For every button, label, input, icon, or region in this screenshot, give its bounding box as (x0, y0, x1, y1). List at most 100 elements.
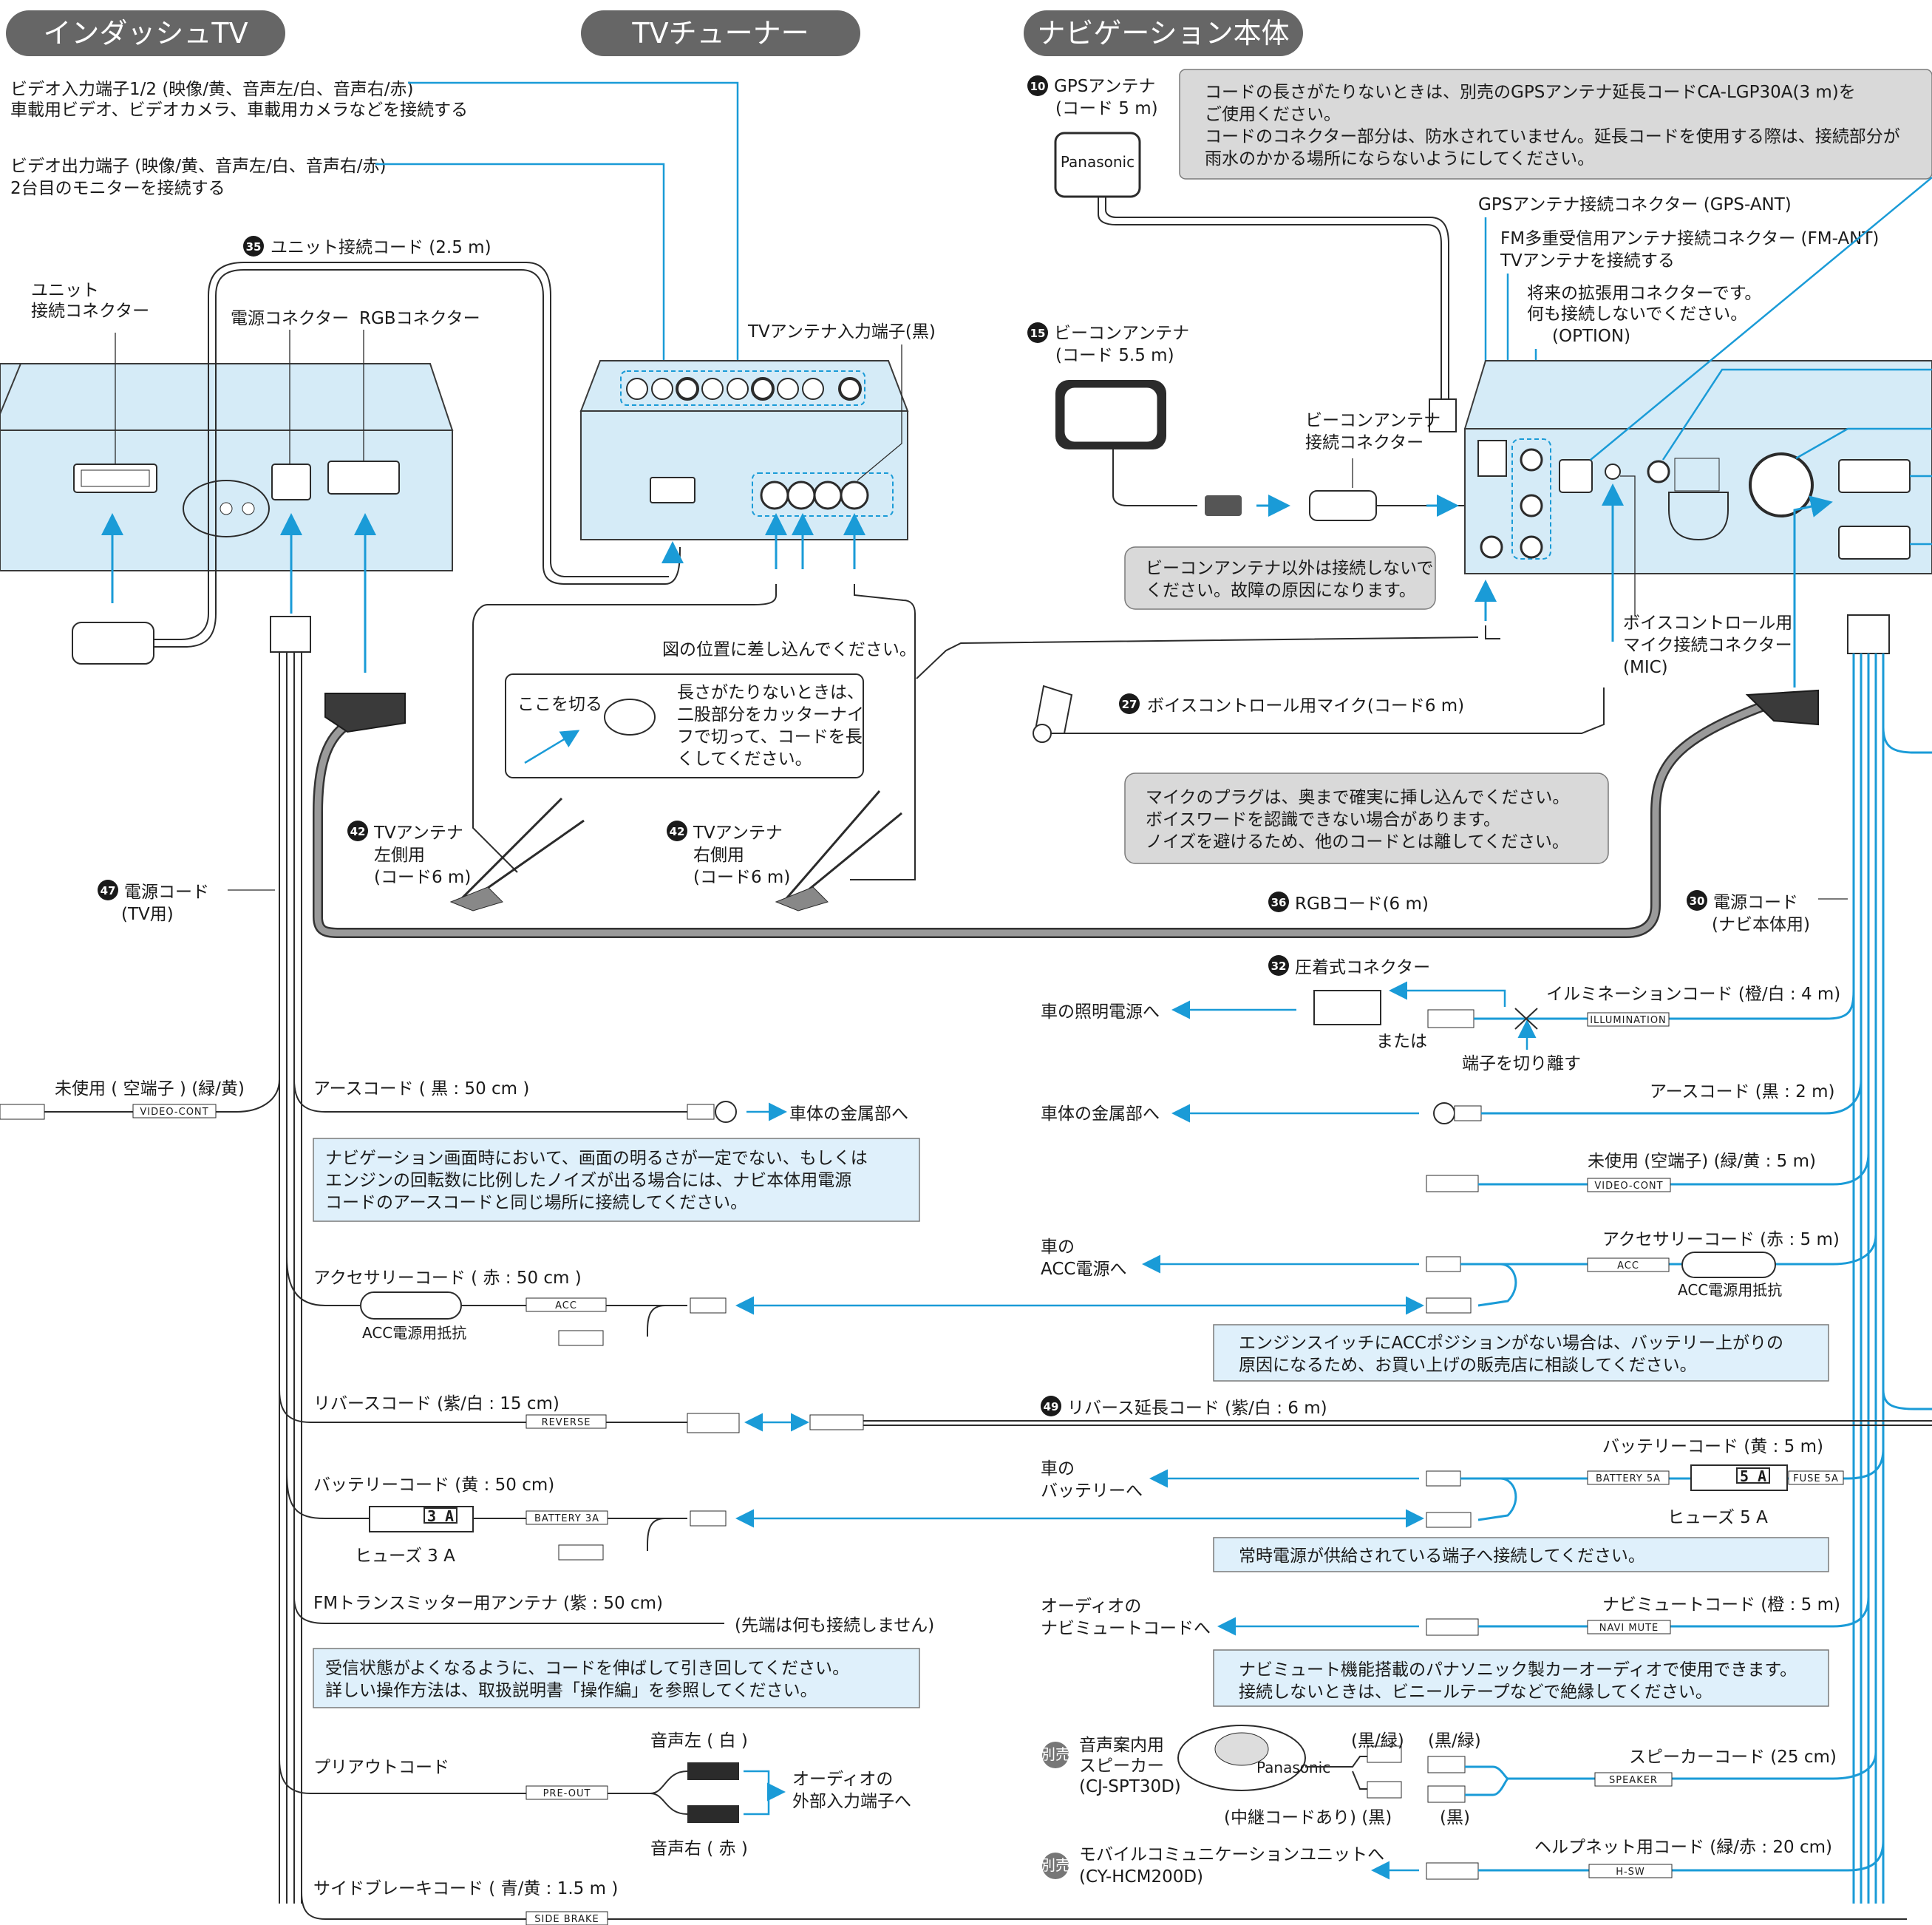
svg-text:(TV用): (TV用) (121, 905, 174, 924)
left-acc-cord: アクセサリーコード ( 赤 : 50 cm ) ACC ACC電源用抵抗 (286, 1256, 1424, 1346)
svg-text:電源コード: 電源コード (1713, 893, 1798, 912)
svg-text:10: 10 (1030, 80, 1046, 93)
svg-text:SIDE BRAKE: SIDE BRAKE (534, 1914, 599, 1925)
power-cord-tv-label: 47 電源コード (TV用) (98, 880, 209, 924)
mic-conn-label-1: ボイスコントロール用 (1623, 614, 1792, 633)
svg-text:ACC電源用抵抗: ACC電源用抵抗 (362, 1324, 466, 1342)
svg-text:詳しい操作方法は、取扱説明書「操作編」を参照してください。: 詳しい操作方法は、取扱説明書「操作編」を参照してください。 (325, 1681, 817, 1700)
svg-text:モバイルコミュニケーションユニットへ: モバイルコミュニケーションユニットへ (1079, 1845, 1384, 1864)
fm-connector-sub: TVアンテナを接続する (1500, 251, 1675, 271)
reverse-extension: 49 リバース延長コード (紫/白 : 6 m) (809, 1396, 1932, 1430)
svg-text:NAVI MUTE: NAVI MUTE (1599, 1623, 1659, 1634)
svg-text:別売: 別売 (1041, 1745, 1070, 1763)
beacon-conn-label-1: ビーコンアンテナ (1305, 411, 1441, 430)
right-navimute-note: ナビミュート機能搭載のパナソニック製カーオーディオで使用できます。 接続しないと… (1213, 1649, 1829, 1707)
svg-text:二股部分をカッターナイ: 二股部分をカッターナイ (677, 705, 864, 724)
svg-text:49: 49 (1044, 1400, 1059, 1413)
right-unused-cord: 未使用 (空端子) (緑/黄 : 5 m) VIDEO-CONT (1426, 1152, 1870, 1192)
right-acc-note: エンジンスイッチにACCポジションがない場合は、バッテリー上がりの 原因になるた… (1213, 1324, 1829, 1382)
power-connector-label: 電源コネクター (231, 309, 349, 328)
svg-text:GPSアンテナ: GPSアンテナ (1054, 77, 1155, 96)
svg-text:車体の金属部へ: 車体の金属部へ (789, 1104, 908, 1124)
mic-conn-label-2: マイク接続コネクター (1623, 636, 1792, 655)
svg-text:フで切って、コードを長: フで切って、コードを長 (677, 727, 863, 747)
svg-text:ここを切る: ここを切る (517, 695, 602, 714)
svg-text:音声左 ( 白 ): 音声左 ( 白 ) (650, 1731, 748, 1751)
svg-text:FMトランスミッター用アンテナ (紫 : 50 cm): FMトランスミッター用アンテナ (紫 : 50 cm) (313, 1594, 663, 1613)
left-unused-cord: 未使用 ( 空端子 ) (緑/黄) VIDEO-CONT (0, 1079, 280, 1120)
tv-tuner-unit (579, 360, 909, 540)
svg-text:コードのコネクター部分は、防水されていません。延長コードを使: コードのコネクター部分は、防水されていません。延長コードを使用する際は、接続部分… (1205, 127, 1900, 146)
svg-text:15: 15 (1030, 327, 1046, 340)
svg-text:42: 42 (350, 825, 366, 838)
svg-text:SPEAKER: SPEAKER (1609, 1775, 1658, 1786)
crimp-connector: 32 圧着式コネクター (1268, 955, 1430, 1025)
svg-text:ビーコンアンテナ: ビーコンアンテナ (1054, 324, 1189, 343)
svg-text:(コード 5.5 m): (コード 5.5 m) (1055, 346, 1174, 365)
mic-note: マイクのプラグは、奥まで確実に挿し込んでください。 ボイスワードを認識できない場… (1124, 773, 1609, 864)
tv-antenna-right: 42 TVアンテナ 右側用 (コード6 m) (667, 790, 902, 911)
svg-text:(コード6 m): (コード6 m) (693, 868, 790, 887)
svg-text:スピーカー: スピーカー (1079, 1756, 1164, 1776)
svg-text:外部入力端子へ: 外部入力端子へ (792, 1792, 911, 1811)
svg-text:スピーカーコード (25 cm): スピーカーコード (25 cm) (1629, 1748, 1837, 1767)
video-out-label: ビデオ出力端子 (映像/黄、音声左/白、音声右/赤) (10, 157, 387, 176)
svg-text:雨水のかかる場所にならないようにしてください。: 雨水のかかる場所にならないようにしてください。 (1205, 149, 1594, 169)
rgb-plug-left (324, 693, 406, 733)
svg-text:エンジンスイッチにACCポジションがない場合は、バッテリー上: エンジンスイッチにACCポジションがない場合は、バッテリー上がりの (1239, 1334, 1783, 1353)
left-side-brake-cord: サイドブレーキコード ( 青/黄 : 1.5 m ) SIDE BRAKE (301, 1879, 1907, 1925)
svg-text:(中継コードあり) (黒): (中継コードあり) (黒) (1224, 1808, 1392, 1827)
svg-text:Panasonic: Panasonic (1061, 153, 1135, 171)
unit-connector-label-2: 接続コネクター (31, 302, 149, 321)
svg-text:H-SW: H-SW (1616, 1867, 1645, 1878)
svg-text:BATTERY 5A: BATTERY 5A (1596, 1473, 1661, 1484)
svg-text:未使用 (空端子) (緑/黄 : 5 m): 未使用 (空端子) (緑/黄 : 5 m) (1588, 1152, 1816, 1171)
svg-text:ナビゲーション画面時において、画面の明るさが一定でない、もし: ナビゲーション画面時において、画面の明るさが一定でない、もしくは (325, 1149, 868, 1168)
svg-text:接続しないときは、ビニールテープなどで絶縁してください。: 接続しないときは、ビニールテープなどで絶縁してください。 (1239, 1683, 1712, 1702)
power-connector-plug (270, 616, 311, 653)
cut-terminal-label: 端子を切り離す (1462, 1054, 1581, 1073)
svg-text:ヒューズ 3 A: ヒューズ 3 A (355, 1547, 455, 1566)
svg-text:35: 35 (246, 240, 262, 254)
svg-text:受信状態がよくなるように、コードを伸ばして引き回してください: 受信状態がよくなるように、コードを伸ばして引き回してください。 (325, 1659, 849, 1678)
navi-power-plug (1847, 614, 1890, 654)
video-in-sub: 車載用ビデオ、ビデオカメラ、車載用カメラなどを接続する (10, 101, 468, 120)
svg-text:(黒/緑): (黒/緑) (1351, 1731, 1404, 1751)
section-title-indash-tv: インダッシュTV (43, 17, 248, 50)
svg-text:(先端は何も接続しません): (先端は何も接続しません) (735, 1616, 934, 1635)
svg-text:長さがたりないときは、: 長さがたりないときは、 (677, 683, 864, 702)
svg-text:サイドブレーキコード ( 青/黄 : 1.5 m ): サイドブレーキコード ( 青/黄 : 1.5 m ) (313, 1879, 618, 1898)
svg-text:エンジンの回転数に比例したノイズが出る場合には、ナビ本体用電: エンジンの回転数に比例したノイズが出る場合には、ナビ本体用電源 (325, 1171, 851, 1190)
svg-text:電源コード: 電源コード (124, 883, 209, 902)
svg-text:音声右 ( 赤 ): 音声右 ( 赤 ) (650, 1839, 748, 1858)
svg-text:42: 42 (670, 825, 685, 838)
svg-text:左側用: 左側用 (374, 846, 425, 865)
unit-connector-plug (72, 622, 154, 665)
svg-text:32: 32 (1271, 960, 1287, 973)
svg-text:ヘルプネット用コード (緑/赤 : 20 cm): ヘルプネット用コード (緑/赤 : 20 cm) (1534, 1838, 1832, 1857)
svg-text:47: 47 (101, 884, 116, 897)
svg-text:ACC電源用抵抗: ACC電源用抵抗 (1678, 1281, 1782, 1299)
svg-text:リバースコード (紫/白 : 15 cm): リバースコード (紫/白 : 15 cm) (313, 1394, 559, 1413)
speaker: 別売 音声案内用 スピーカー (CJ-SPT30D) Panasonic (黒/… (1041, 1725, 1877, 1827)
svg-text:VIDEO-CONT: VIDEO-CONT (1594, 1181, 1663, 1192)
svg-text:圧着式コネクター: 圧着式コネクター (1295, 958, 1430, 977)
svg-text:ナビミュートコードへ: ナビミュートコードへ (1041, 1619, 1211, 1638)
svg-text:ナビミュート機能搭載のパナソニック製カーオーディオで使用でき: ナビミュート機能搭載のパナソニック製カーオーディオで使用できます。 (1239, 1660, 1797, 1680)
navi-body-unit (1463, 360, 1932, 574)
svg-text:バッテリーへ: バッテリーへ (1041, 1481, 1143, 1501)
right-illum-cord: イルミネーションコード (橙/白 : 4 m) ILLUMINATION (1427, 985, 1855, 1030)
option-label-1: 将来の拡張用コネクターです。 (1527, 284, 1761, 303)
svg-text:バッテリーコード (黄 : 50 cm): バッテリーコード (黄 : 50 cm) (313, 1476, 554, 1495)
svg-text:アクセサリーコード ( 赤 : 50 cm ): アクセサリーコード ( 赤 : 50 cm ) (313, 1269, 582, 1288)
cut-note-box: ここを切る 長さがたりないときは、 二股部分をカッターナイ フで切って、コードを… (505, 673, 864, 778)
svg-text:別売: 別売 (1041, 1856, 1070, 1874)
svg-text:ください。故障の原因になります。: ください。故障の原因になります。 (1146, 581, 1416, 600)
svg-text:イルミネーションコード (橙/白 : 4 m): イルミネーションコード (橙/白 : 4 m) (1546, 985, 1840, 1004)
svg-text:VIDEO-CONT: VIDEO-CONT (140, 1107, 208, 1118)
right-earth-cord: アースコード (黒 : 2 m) 車体の金属部へ (1041, 1079, 1863, 1124)
video-out-sub: 2台目のモニターを接続する (10, 179, 225, 198)
svg-text:ILLUMINATION: ILLUMINATION (1590, 1015, 1667, 1026)
svg-text:3 A: 3 A (427, 1507, 454, 1525)
